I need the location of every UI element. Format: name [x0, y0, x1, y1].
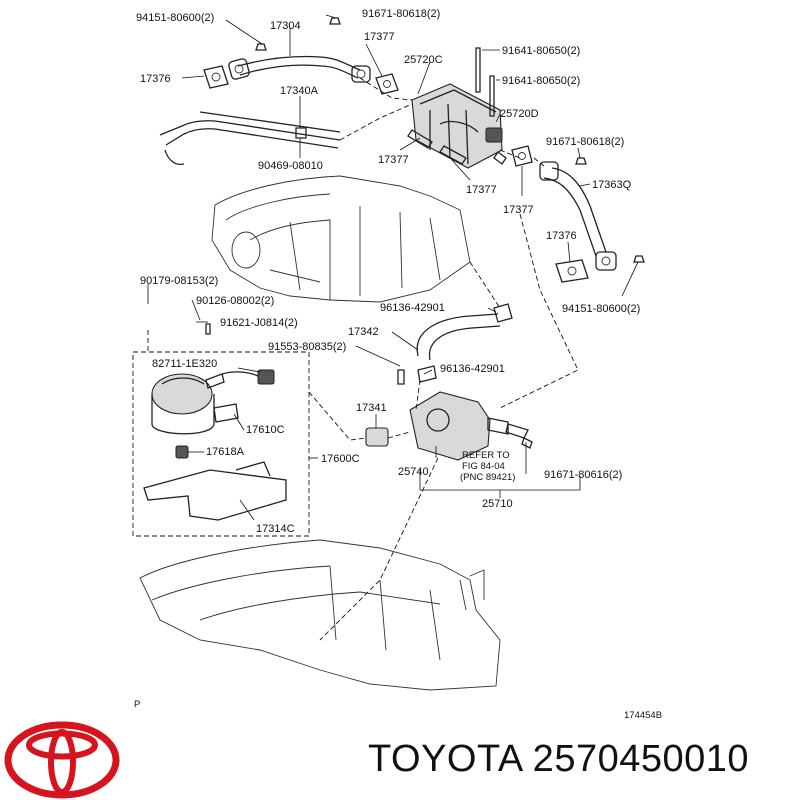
- engine-block-drawing: [139, 539, 501, 691]
- part-labels: 94151-80600(2) 17304 91671-80618(2) 1737…: [134, 8, 662, 721]
- corner-mark-p: P: [134, 699, 140, 710]
- air-pump-17600c-drawing: [132, 323, 310, 537]
- label-17304: 17304: [270, 20, 301, 32]
- label-25710: 25710: [482, 498, 513, 510]
- hoses-17342-17341-drawing: [365, 303, 513, 447]
- brand-caption: TOYOTA 2570450010: [368, 738, 750, 780]
- label-17376-top: 17376: [140, 73, 171, 85]
- label-17600c: 17600C: [321, 453, 360, 465]
- gasket-17377-top-drawing: [375, 73, 399, 95]
- toyota-logo-icon: [4, 721, 120, 799]
- label-25720d: 25720D: [500, 108, 539, 120]
- label-90126-08002: 90126-08002(2): [196, 295, 274, 307]
- label-17363q: 17363Q: [592, 179, 632, 191]
- label-17377-lower: 17377: [466, 184, 497, 196]
- intake-manifold-drawing: [211, 175, 471, 303]
- label-91671-80618-right: 91671-80618(2): [546, 136, 624, 148]
- label-94151-80600-right: 94151-80600(2): [562, 303, 640, 315]
- label-25720c: 25720C: [404, 54, 443, 66]
- label-17314c: 17314C: [256, 523, 295, 535]
- refer-note-line-1: REFER TO: [462, 450, 510, 461]
- pipe-17363q-drawing: [539, 157, 645, 271]
- gasket-17376-top-drawing: [203, 65, 229, 89]
- label-90469-08010: 90469-08010: [258, 160, 323, 172]
- gaskets-under-valve-drawing: [407, 129, 533, 167]
- pipe-17304-drawing: [228, 17, 371, 83]
- label-94151-80600-top: 94151-80600(2): [136, 12, 214, 24]
- label-96136-42901-top: 96136-42901: [380, 302, 445, 314]
- label-17341: 17341: [356, 402, 387, 414]
- label-17610c: 17610C: [246, 424, 285, 436]
- label-91553-80835: 91553-80835(2): [268, 341, 346, 353]
- label-82711-1e320: 82711-1E320: [152, 358, 217, 370]
- label-25740: 25740: [398, 466, 429, 478]
- label-17340a: 17340A: [280, 85, 319, 97]
- check-valve-25740-drawing: [409, 391, 533, 461]
- refer-note-line-3: (PNC 89421): [460, 472, 515, 483]
- label-17377-top: 17377: [364, 31, 395, 43]
- gasket-17376-right-drawing: [555, 259, 589, 283]
- label-91641-80650-a: 91641-80650(2): [502, 45, 580, 57]
- label-17618a: 17618A: [206, 446, 245, 458]
- valve-25720-drawing: [411, 47, 507, 169]
- refer-note-line-2: FIG 84-04: [462, 461, 505, 472]
- label-91621-j0814: 91621-J0814(2): [220, 317, 298, 329]
- label-91671-80616: 91671-80616(2): [544, 469, 622, 481]
- dashed-connectors: [147, 77, 579, 641]
- diagram-number: 174454B: [624, 710, 662, 721]
- label-91641-80650-b: 91641-80650(2): [502, 75, 580, 87]
- label-17376-right: 17376: [546, 230, 577, 242]
- label-96136-42901-lower: 96136-42901: [440, 363, 505, 375]
- hose-17340a-drawing: [159, 111, 341, 166]
- label-91671-80618-top: 91671-80618(2): [362, 8, 440, 20]
- label-17342: 17342: [348, 326, 379, 338]
- label-17377-mid: 17377: [378, 154, 409, 166]
- leader-lines: [147, 14, 639, 521]
- label-90179-08153: 90179-08153(2): [140, 275, 218, 287]
- label-17377-right: 17377: [503, 204, 534, 216]
